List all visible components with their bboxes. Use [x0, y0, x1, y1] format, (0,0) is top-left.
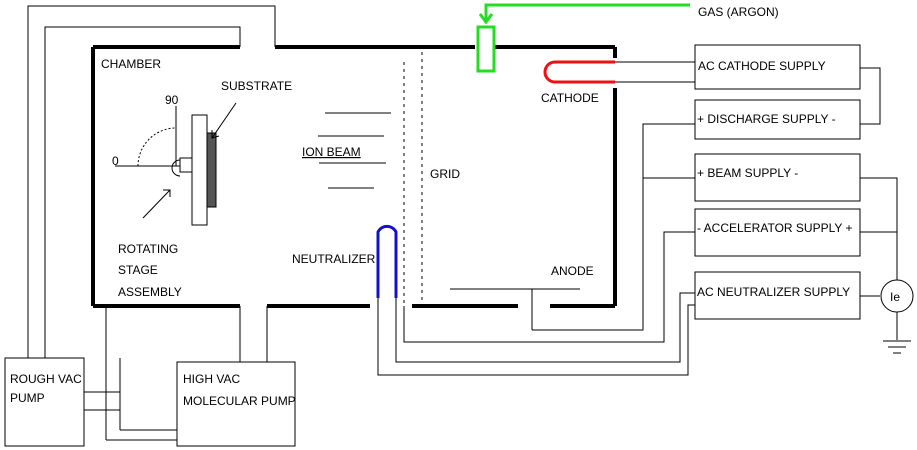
substrate-holder	[191, 114, 208, 226]
chamber-label: CHAMBER	[101, 57, 161, 71]
discharge-supply-box	[694, 99, 861, 140]
rough-pump-label-2: PUMP	[10, 391, 45, 405]
ammeter-icon	[880, 279, 914, 313]
beam-supply-label: + BEAM SUPPLY -	[697, 166, 798, 180]
angle-0-label: 0	[112, 154, 119, 168]
gas-inlet	[476, 3, 690, 73]
angle-90-label: 90	[165, 93, 179, 107]
high-pump-label-2: MOLECULAR PUMP	[183, 394, 296, 408]
assembly-label: ASSEMBLY	[118, 285, 182, 299]
high-vac-pump-box	[176, 361, 296, 447]
ac-neutralizer-supply-box	[694, 271, 861, 320]
ac-neutralizer-supply-label: AC NEUTRALIZER SUPPLY	[697, 285, 850, 299]
anode	[450, 288, 580, 330]
grid-label: GRID	[430, 167, 460, 181]
beam-supply-box	[694, 153, 861, 202]
ac-cathode-supply-box	[694, 44, 861, 90]
cathode-filament	[543, 60, 615, 84]
rotating-label: ROTATING	[118, 242, 178, 256]
discharge-supply-label: + DISCHARGE SUPPLY -	[697, 112, 836, 126]
chamber-walls	[91, 45, 617, 308]
cathode-label: CATHODE	[541, 91, 599, 105]
substrate-stage	[115, 102, 237, 226]
rough-pump-label-1: ROUGH VAC	[10, 372, 82, 386]
gas-line	[484, 3, 690, 22]
accelerator-supply-box	[694, 208, 861, 257]
accelerator-supply-label: - ACCELERATOR SUPPLY +	[697, 221, 853, 235]
anode-label: ANODE	[551, 264, 594, 278]
neutralizer-filament	[376, 224, 398, 298]
ammeter-label: Ie	[890, 290, 900, 304]
wiring	[377, 61, 898, 376]
ion-beam-label: ION BEAM	[302, 145, 361, 159]
gas-arrow-icon	[478, 13, 494, 25]
stage-label: STAGE	[118, 263, 158, 277]
rough-vac-pump-box	[4, 357, 85, 447]
vacuum-piping	[27, 5, 276, 441]
ground-icon	[883, 340, 911, 354]
substrate	[206, 132, 217, 208]
gas-label: GAS (ARGON)	[698, 5, 779, 19]
high-pump-label-1: HIGH VAC	[183, 372, 240, 386]
neutralizer-label: NEUTRALIZER	[292, 252, 376, 266]
ac-cathode-supply-label: AC CATHODE SUPPLY	[698, 59, 826, 73]
gas-valve	[476, 25, 496, 73]
grid-lines	[403, 52, 423, 306]
ion-beam-lines	[318, 112, 391, 189]
substrate-label: SUBSTRATE	[221, 79, 292, 93]
